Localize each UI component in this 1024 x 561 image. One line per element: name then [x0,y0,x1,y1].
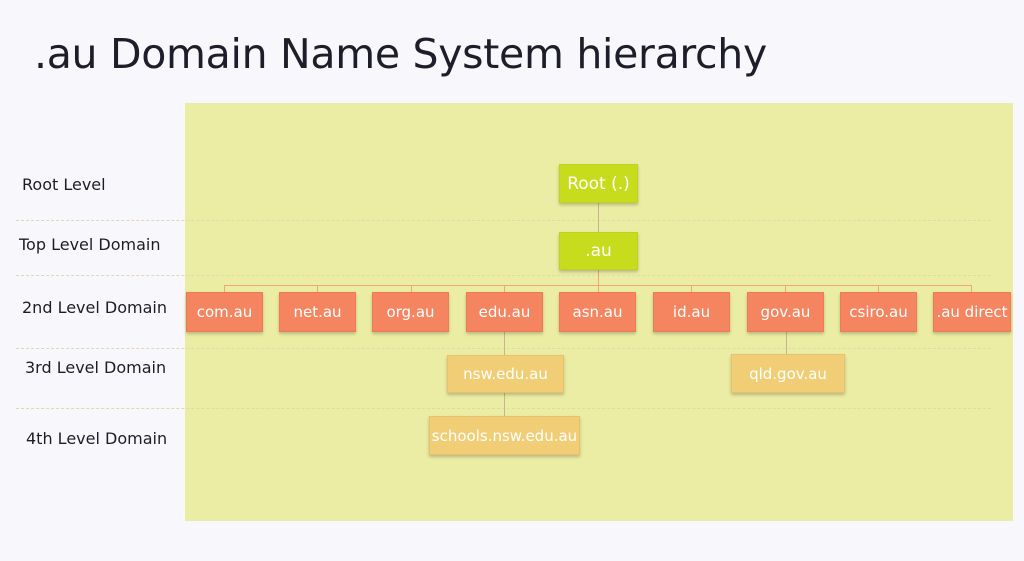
connector-nsw-schools [504,393,505,416]
connector-root-au [598,203,599,232]
node-id-au: id.au [653,292,730,332]
level-separator [16,408,991,409]
connector-edu-nsw [504,332,505,355]
level-separator [16,275,991,276]
level-separator [16,220,991,221]
connector-drop [224,285,225,292]
node-nsw-edu-au: nsw.edu.au [447,355,564,393]
level-separator [16,348,991,349]
connector-drop [691,285,692,292]
connector-drop [878,285,879,292]
node-asn-au: asn.au [559,292,636,332]
connector-drop [971,285,972,292]
node-au: .au [559,232,638,270]
connector-gov-qld [786,332,787,354]
level-label-root: Root Level [22,175,106,194]
node-edu-au: edu.au [466,292,543,332]
connector-au-stem [598,270,599,285]
node-org-au: org.au [372,292,449,332]
node-au-direct: .au direct [933,292,1011,332]
node-csiro-au: csiro.au [840,292,917,332]
node-net-au: net.au [279,292,356,332]
node-qld-gov-au: qld.gov.au [731,354,845,393]
level-label-third: 3rd Level Domain [25,358,167,377]
node-root: Root (.) [559,164,638,203]
connector-drop [598,285,599,292]
connector-drop [317,285,318,292]
node-schools-nsw-edu-au: schools.nsw.edu.au [429,416,580,455]
connector-drop [411,285,412,292]
page-title: .au Domain Name System hierarchy [34,30,767,78]
level-label-fourth: 4th Level Domain [26,429,168,448]
level-label-second: 2nd Level Domain [22,298,167,317]
node-com-au: com.au [186,292,263,332]
level-label-tld: Top Level Domain [19,235,161,254]
connector-drop [785,285,786,292]
node-gov-au: gov.au [747,292,824,332]
connector-drop [504,285,505,292]
